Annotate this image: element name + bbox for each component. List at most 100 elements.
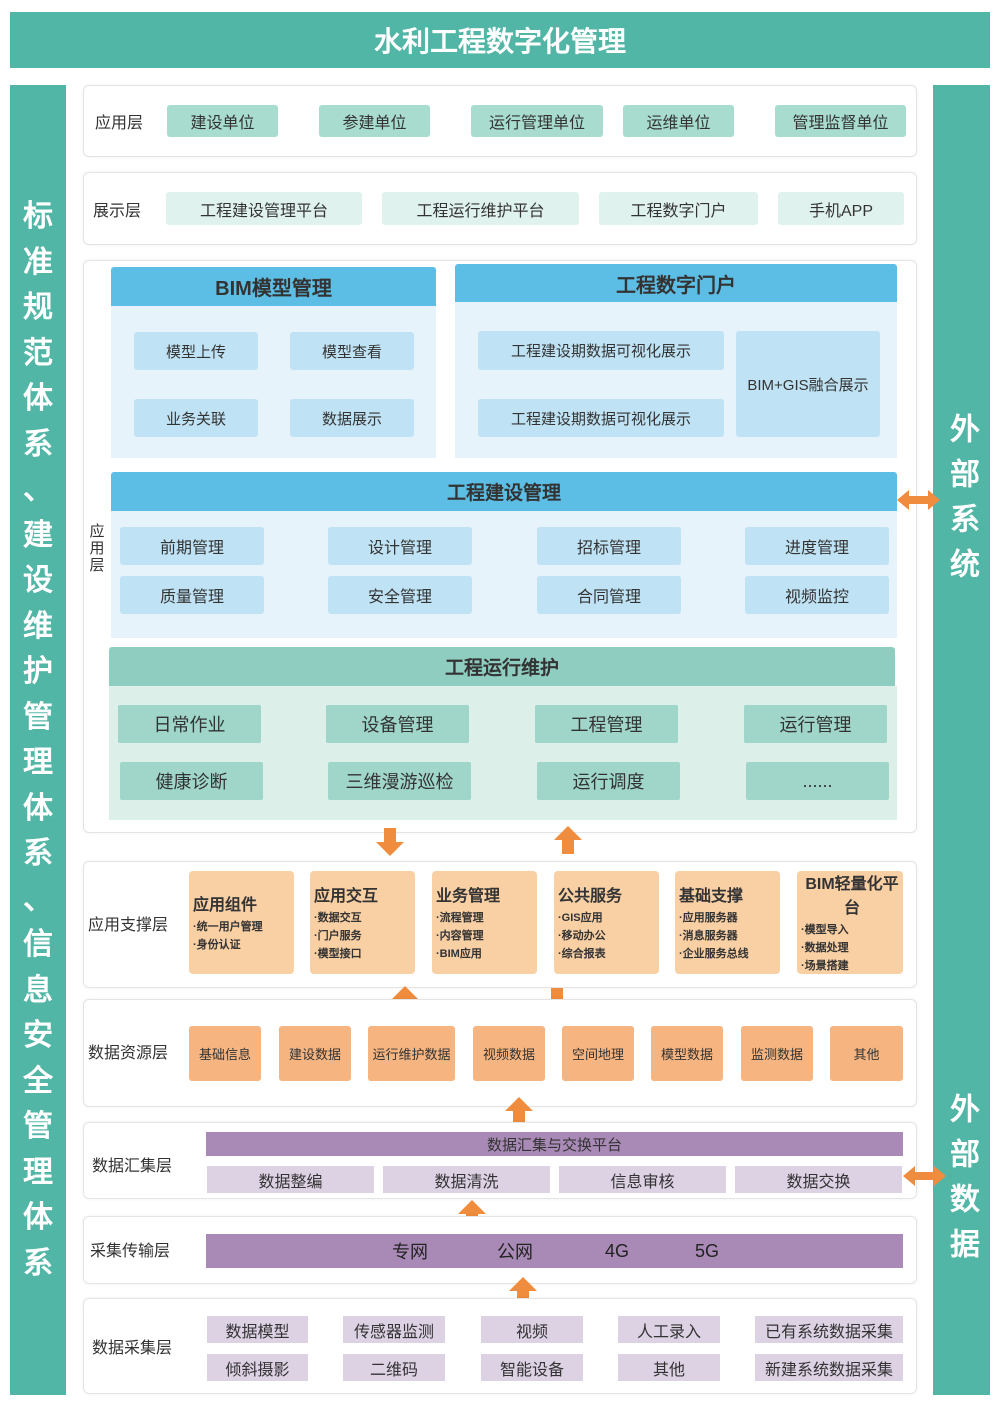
- operation-item: 日常作业: [118, 705, 261, 743]
- support-layer-label: 应用支撑层: [88, 917, 169, 934]
- support-group-title: 应用组件: [193, 897, 258, 914]
- support-group: BIM轻量化平台·模型导入·数据处理·场景搭建: [797, 871, 903, 974]
- resource-item: 监测数据: [741, 1026, 813, 1081]
- bim-item: 模型上传: [134, 332, 258, 370]
- resource-item: 模型数据: [651, 1026, 723, 1081]
- support-group-title: 业务管理: [436, 888, 501, 905]
- portal-item: 工程建设期数据可视化展示: [478, 399, 724, 437]
- support-group-title: 应用交互: [314, 888, 379, 905]
- support-group-item: ·综合报表: [558, 948, 606, 960]
- resource-item: 运行维护数据: [368, 1026, 455, 1081]
- arrow-up: [554, 826, 582, 854]
- left-column-char: 体: [23, 1201, 53, 1234]
- collection-item: 数据交换: [735, 1166, 902, 1193]
- support-group-item: ·企业服务总线: [679, 948, 749, 960]
- display-layer-item: 工程建设管理平台: [166, 192, 362, 225]
- resource-layer-label: 数据资源层: [88, 1045, 169, 1062]
- support-group-item: ·统一用户管理: [193, 921, 263, 933]
- left-column-char: 体: [23, 791, 53, 825]
- support-group-item: ·场景搭建: [801, 960, 849, 972]
- support-group-item: ·消息服务器: [679, 930, 738, 942]
- acquisition-item: 数据模型: [207, 1316, 308, 1343]
- collection-platform-bar: 数据汇集与交换平台: [206, 1132, 903, 1156]
- support-group-item: ·流程管理: [436, 912, 484, 924]
- support-group-item: ·BIM应用: [436, 948, 482, 960]
- left-column-char: 设: [23, 564, 53, 597]
- support-group-item: ·内容管理: [436, 930, 484, 942]
- support-group: 业务管理 ·流程管理 ·内容管理 ·BIM应用: [432, 871, 537, 974]
- transport-item: 公网: [497, 1242, 533, 1262]
- bim-item: 业务关联: [134, 399, 258, 437]
- portal-header: 工程数字门户: [455, 264, 897, 302]
- left-column-char: 标: [23, 200, 53, 233]
- application-layer-item: 运维单位: [623, 105, 734, 137]
- construction-item: 质量管理: [120, 576, 264, 614]
- construction-item: 招标管理: [537, 527, 681, 565]
- support-group-item: ·移动办公: [558, 930, 606, 942]
- left-column-char: 理: [23, 746, 53, 779]
- left-column-char: 、: [23, 882, 53, 916]
- support-group-item: ·GIS应用: [558, 912, 603, 924]
- support-group-item: ·模型导入: [801, 924, 849, 936]
- acquisition-item: 新建系统数据采集: [755, 1354, 903, 1381]
- transport-item: 专网: [392, 1242, 428, 1262]
- app-section-label: 应用层: [87, 522, 105, 574]
- left-column-char: 体: [23, 382, 53, 415]
- application-layer-item: 建设单位: [167, 105, 278, 137]
- operation-item: 运行调度: [537, 762, 680, 800]
- operation-item: 运行管理: [744, 705, 887, 743]
- portal-item: BIM+GIS融合展示: [736, 331, 880, 437]
- left-column-char: 系: [23, 1246, 53, 1280]
- application-layer-item: 运行管理单位: [471, 105, 603, 137]
- construction-item: 安全管理: [328, 576, 472, 614]
- page-title: 水利工程数字化管理: [10, 12, 990, 68]
- acquisition-item: 人工录入: [618, 1316, 720, 1343]
- support-group-item: ·应用服务器: [679, 912, 738, 924]
- left-column-char: 、: [23, 473, 53, 506]
- support-group-title: 基础支撑: [679, 888, 744, 905]
- support-group-title: BIM轻量化平台: [805, 876, 899, 917]
- left-column-char: 管: [23, 1110, 53, 1143]
- construction-item: 前期管理: [120, 527, 264, 565]
- portal-item: 工程建设期数据可视化展示: [478, 331, 724, 370]
- arrow-up: [509, 1277, 537, 1305]
- support-group: 应用组件·统一用户管理·身份认证: [189, 871, 294, 974]
- acquisition-layer-label: 数据采集层: [92, 1340, 173, 1357]
- resource-item: 基础信息: [189, 1026, 261, 1081]
- external-systems-double-arrow: [897, 490, 940, 510]
- resource-item: 其他: [830, 1026, 903, 1081]
- left-column-char: 建: [23, 518, 53, 552]
- construction-item: 设计管理: [328, 527, 472, 565]
- support-group-title: 公共服务: [558, 888, 623, 905]
- external-data-double-arrow: [903, 1166, 946, 1186]
- support-group: 基础支撑 ·应用服务器 ·消息服务器 ·企业服务总线: [675, 871, 780, 974]
- display-layer-item: 工程数字门户: [599, 192, 758, 225]
- construction-item: 合同管理: [537, 576, 681, 614]
- collection-item: 数据整编: [207, 1166, 374, 1193]
- construction-item: 视频监控: [745, 576, 889, 614]
- acquisition-item: 二维码: [343, 1354, 445, 1381]
- display-layer-item: 工程运行维护平台: [382, 192, 579, 225]
- bim-header: BIM模型管理: [111, 267, 436, 306]
- support-group-item: ·数据交互: [314, 912, 362, 924]
- operation-item: 三维漫游巡检: [328, 762, 471, 800]
- acquisition-item: 其他: [618, 1354, 720, 1381]
- collection-layer-label: 数据汇集层: [92, 1158, 173, 1175]
- acquisition-item: 已有系统数据采集: [755, 1316, 903, 1343]
- resource-item: 建设数据: [279, 1026, 351, 1081]
- acquisition-item: 视频: [481, 1316, 583, 1343]
- application-layer-item: 参建单位: [319, 105, 430, 137]
- left-column-char: 范: [23, 336, 53, 370]
- transport-bar: [206, 1234, 903, 1268]
- left-column-char: 系: [23, 427, 53, 461]
- support-group-item: ·门户服务: [314, 930, 362, 942]
- collection-item: 数据清洗: [383, 1166, 550, 1193]
- support-group: 公共服务 ·GIS应用 ·移动办公 ·综合报表: [554, 871, 659, 974]
- transport-item: 4G: [604, 1240, 629, 1261]
- operation-item: 设备管理: [326, 705, 469, 743]
- left-column-standards: 标准规范体系、建设维护管理体系、信息安全管理体系: [10, 85, 66, 1395]
- left-column-char: 维: [23, 609, 53, 643]
- construction-header: 工程建设管理: [111, 472, 897, 511]
- operation-item: 健康诊断: [120, 762, 263, 800]
- collection-item: 信息审核: [559, 1166, 726, 1193]
